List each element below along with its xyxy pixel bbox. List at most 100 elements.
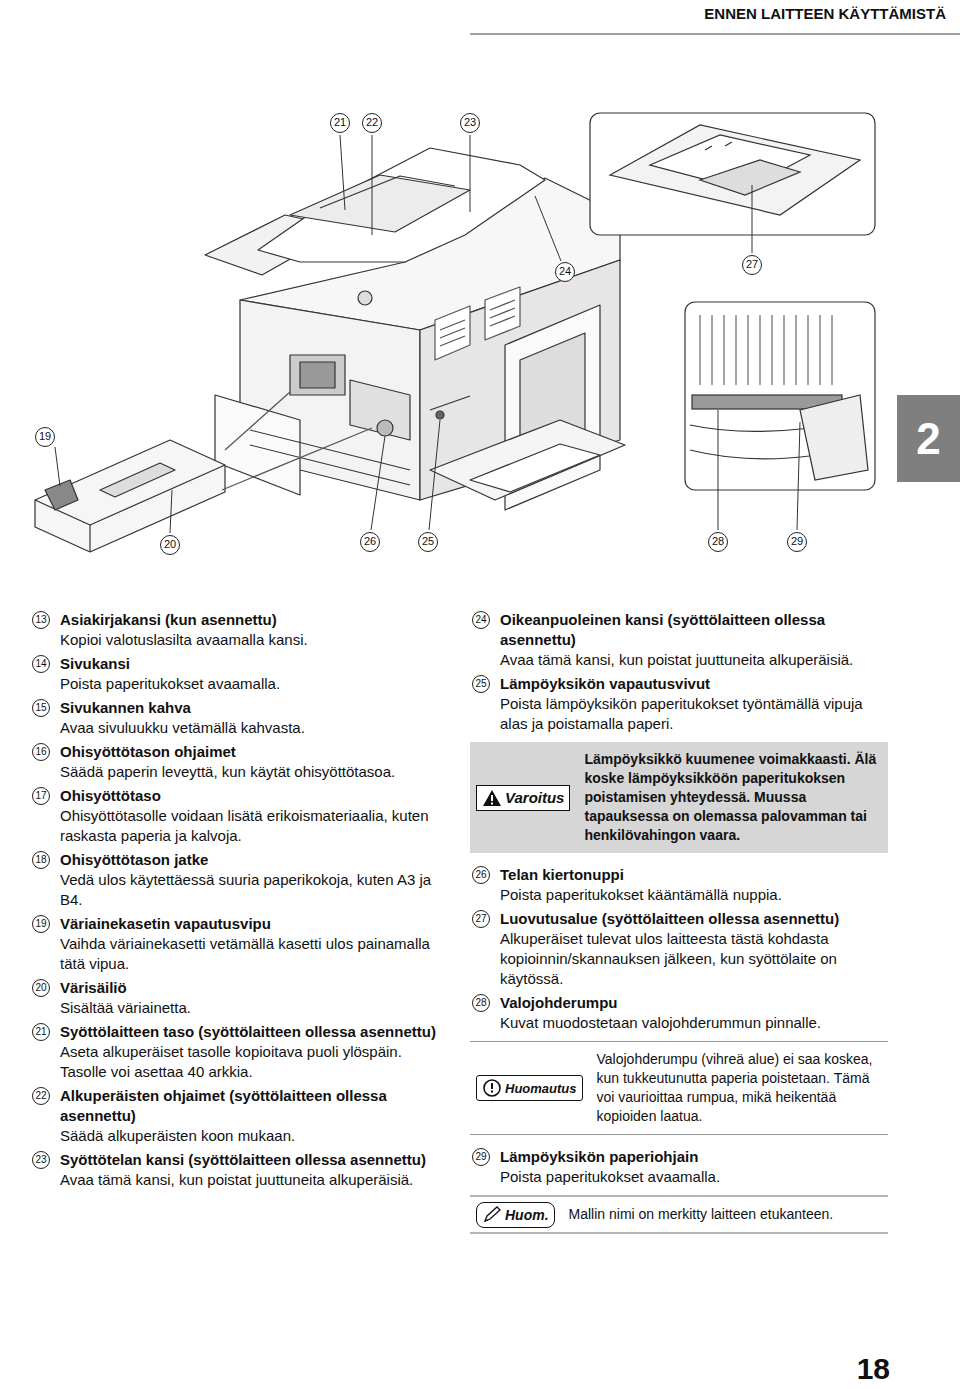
drawing-shape	[491, 1091, 493, 1093]
drawing-shape	[490, 300, 515, 310]
caution-box: Huomautus Valojohderumpu (vihreä alue) ei…	[470, 1041, 888, 1135]
badge: Huomautus	[476, 1075, 583, 1101]
drawing-shape	[747, 315, 748, 385]
callout-number: 22	[362, 113, 382, 133]
drawing-shape	[831, 315, 832, 385]
list-item: 23Syöttötelan kansi (syöttölaitteen olle…	[30, 1150, 450, 1190]
drawing-shape	[440, 328, 465, 338]
callout-number: 21	[32, 1023, 50, 1041]
drawing-shape	[290, 355, 345, 395]
list-item: 24 Oikeanpuoleinen kansi (syöttölaitteen …	[470, 610, 890, 670]
callout-number: 22	[32, 1087, 50, 1105]
drawing-shape	[358, 291, 372, 305]
callout-number: 27	[472, 910, 490, 928]
callout-number: 13	[32, 611, 50, 629]
toner-cartridge	[35, 392, 372, 552]
drawing-shape	[699, 315, 700, 385]
drawing-shape	[225, 392, 290, 450]
drawing-shape	[340, 135, 345, 210]
callout-number: 29	[787, 532, 807, 552]
badge-label: Varoitus	[505, 789, 564, 806]
drawing-shape	[819, 315, 820, 385]
drawing-shape	[250, 445, 410, 485]
item-heading: Sivukansi	[60, 654, 450, 674]
drawing-shape	[89, 525, 90, 552]
drawing-shape	[800, 395, 868, 480]
drawing-shape	[300, 362, 335, 388]
callout-number: 28	[472, 994, 490, 1012]
drawing-shape	[435, 306, 470, 360]
callout-number: 18	[32, 851, 50, 869]
drawing-shape	[350, 380, 410, 440]
list-item: 28ValojohderumpuKuvat muodostetaan valoj…	[470, 993, 890, 1033]
drawing-shape	[429, 420, 440, 530]
badge-icon	[482, 789, 502, 807]
item-heading: Oikeanpuoleinen kansi (syöttölaitteen ol…	[500, 610, 890, 650]
callout-number: 25	[472, 675, 490, 693]
drawing-shape	[371, 436, 385, 530]
list-item: 15Sivukannen kahvaAvaa sivuluukku vetämä…	[30, 698, 450, 738]
chapter-tab: 2	[897, 395, 960, 482]
drawing-shape	[491, 795, 493, 801]
item-description: Sisältää väriainetta.	[60, 998, 450, 1018]
copier-drawing	[205, 148, 625, 510]
drawing-shape	[783, 315, 784, 385]
drawing-shape	[700, 160, 800, 195]
drawing-shape	[372, 135, 373, 235]
item-heading: Ohisyöttötaso	[60, 786, 450, 806]
drawing-shape	[485, 287, 520, 340]
drawing-shape	[436, 411, 444, 419]
note-text: Valojohderumpu (vihreä alue) ei saa kosk…	[593, 1042, 889, 1134]
drawing-shape	[795, 315, 796, 385]
note-text: Mallin nimi on merkitty laitteen etukant…	[565, 1197, 888, 1232]
drawing-shape	[685, 302, 875, 490]
item-description: Poista paperitukokset avaamalla.	[60, 674, 450, 694]
list-item: 14SivukansiPoista paperitukokset avaamal…	[30, 654, 450, 694]
drawing-shape	[215, 395, 300, 495]
item-heading: Ohisyöttötason ohjaimet	[60, 742, 450, 762]
drawing-shape	[470, 444, 600, 492]
drawing-shape	[725, 142, 732, 146]
warning-box: Varoitus Lämpöyksikkö kuumenee voimakkaas…	[470, 742, 888, 853]
list-item: 17OhisyöttötasoOhisyöttötasolle voidaan …	[30, 786, 450, 846]
list-item: 16Ohisyöttötason ohjaimetSäädä paperin l…	[30, 742, 450, 782]
drawing-shape	[490, 316, 515, 326]
drawing-shape	[590, 113, 875, 235]
page-header: ENNEN LAITTEEN KÄYTTÄMISTÄ	[704, 5, 946, 22]
callout-number: 16	[32, 743, 50, 761]
callout-number: 20	[32, 979, 50, 997]
item-description: Säädä alkuperäisten koon mukaan.	[60, 1126, 450, 1146]
item-description: Vedä ulos käytettäessä suuria paperikoko…	[60, 870, 450, 910]
leader-lines	[55, 135, 800, 533]
list-item: 22Alkuperäisten ohjaimet (syöttölaitteen…	[30, 1086, 450, 1146]
item-heading: Luovutusalue (syöttölaitteen ollessa ase…	[500, 909, 890, 929]
drawing-shape	[807, 315, 808, 385]
note-text: Lämpöyksikkö kuumenee voimakkaasti. Älä …	[580, 742, 888, 853]
drawing-shape	[485, 1220, 488, 1221]
drawing-shape	[430, 396, 470, 410]
drawing-shape	[759, 315, 760, 385]
drawing-shape	[797, 422, 800, 530]
page-number: 18	[857, 1352, 890, 1386]
column-right: 24 Oikeanpuoleinen kansi (syöttölaitteen …	[470, 610, 890, 1246]
item-description: Poista lämpöyksikön paperitukokset työnt…	[500, 694, 890, 734]
item-description: Poista paperitukokset kääntämällä nuppia…	[500, 885, 890, 905]
callout-number: 17	[32, 787, 50, 805]
item-heading: Syöttölaitteen taso (syöttölaitteen olle…	[60, 1022, 450, 1042]
callout-number: 24	[472, 611, 490, 629]
drawing-shape	[35, 440, 225, 552]
badge-label: Huomautus	[505, 1081, 577, 1096]
callout-number: 24	[555, 262, 575, 282]
callout-number: 29	[472, 1148, 490, 1166]
list-item: 13Asiakirjakansi (kun asennettu)Kopioi v…	[30, 610, 450, 650]
drawing-shape	[723, 315, 724, 385]
item-heading: Asiakirjakansi (kun asennettu)	[60, 610, 450, 630]
list-item: 27 Luovutusalue (syöttölaitteen ollessa a…	[470, 909, 890, 989]
badge: Huom.	[476, 1202, 555, 1228]
drawing-shape	[430, 420, 625, 500]
callout-number: 20	[160, 535, 180, 555]
note-box: Huom. Mallin nimi on merkitty laitteen et…	[470, 1195, 888, 1234]
item-heading: Telan kiertonuppi	[500, 865, 890, 885]
callout-number: 19	[32, 915, 50, 933]
